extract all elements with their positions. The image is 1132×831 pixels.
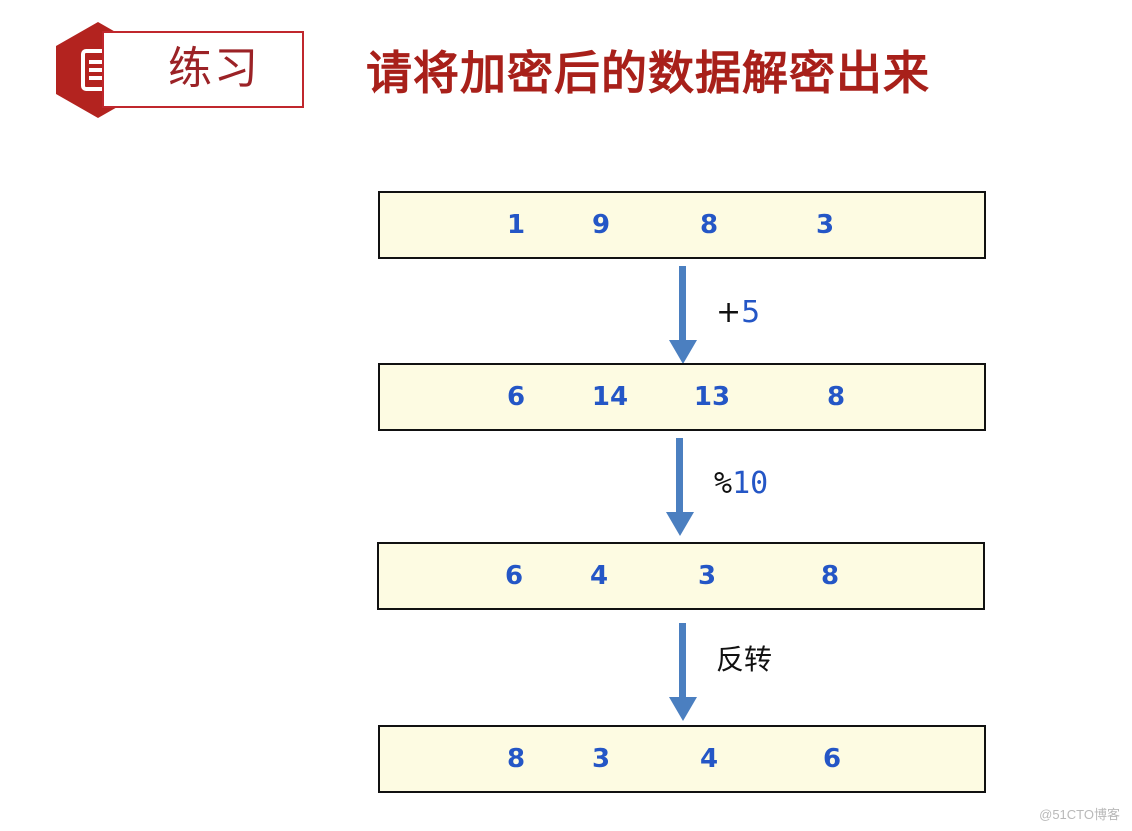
operation-symbol: % [714, 466, 733, 501]
digit-cell: 14 [591, 382, 629, 412]
digit-cell: 4 [699, 744, 719, 774]
operation-symbol: + [716, 295, 742, 330]
digit-cell: 6 [504, 561, 524, 591]
operation-number: 5 [741, 295, 761, 330]
digit-cell: 13 [693, 382, 731, 412]
operation-mod: %10 [714, 464, 768, 504]
down-arrow-icon [666, 438, 694, 536]
digit-cell: 9 [591, 210, 611, 240]
digits-row-added: 6 14 13 8 [378, 363, 986, 431]
operation-reverse: 反转 [716, 643, 773, 676]
digit-cell: 4 [589, 561, 609, 591]
section-tag [102, 31, 304, 108]
digit-cell: 8 [506, 744, 526, 774]
digit-cell: 6 [506, 382, 526, 412]
digit-cell: 3 [697, 561, 717, 591]
digits-row-original: 1 9 8 3 [378, 191, 986, 259]
operation-number: 10 [732, 466, 769, 501]
digits-row-mod: 6 4 3 8 [377, 542, 985, 610]
digit-cell: 3 [591, 744, 611, 774]
digit-cell: 3 [815, 210, 835, 240]
page-title: 请将加密后的数据解密出来 [366, 46, 930, 100]
digit-cell: 8 [826, 382, 846, 412]
digits-row-decrypted: 8 3 4 6 [378, 725, 986, 793]
digit-cell: 6 [822, 744, 842, 774]
digit-cell: 8 [699, 210, 719, 240]
digit-cell: 8 [820, 561, 840, 591]
operation-add: +5 [716, 293, 760, 333]
digit-cell: 1 [506, 210, 526, 240]
watermark: @51CTO博客 [1039, 807, 1120, 822]
down-arrow-icon [669, 266, 697, 364]
down-arrow-icon [669, 623, 697, 721]
section-tag-label: 练习 [168, 43, 260, 94]
